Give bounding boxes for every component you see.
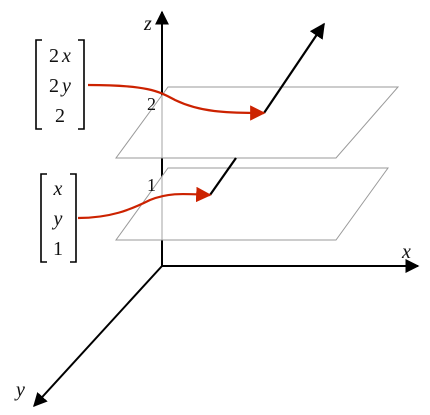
right-bracket [78,39,85,130]
map-arrow-lower [77,186,212,220]
y-axis-label: y [14,379,25,401]
ray-segment-upper [263,22,325,114]
vector-entry: 1 [53,238,63,260]
map-arrow-upper [87,83,266,121]
z-axis-label: z [143,13,152,35]
x-axis-label: x [401,241,411,263]
left-bracket [40,173,47,263]
vector-entry: x [53,178,63,200]
left-bracket [35,39,42,130]
y-axis [33,265,163,408]
plane-z1 [115,167,389,241]
plane-label-2: 2 [147,94,156,114]
ray-segment-lower [209,157,237,196]
vector-entry: 2 [55,105,65,127]
vector-entry: y [52,208,63,230]
plane-z2 [115,86,400,159]
right-bracket [70,173,77,263]
vector-lower: x y 1 [40,173,77,263]
plane-label-1: 1 [147,175,156,195]
